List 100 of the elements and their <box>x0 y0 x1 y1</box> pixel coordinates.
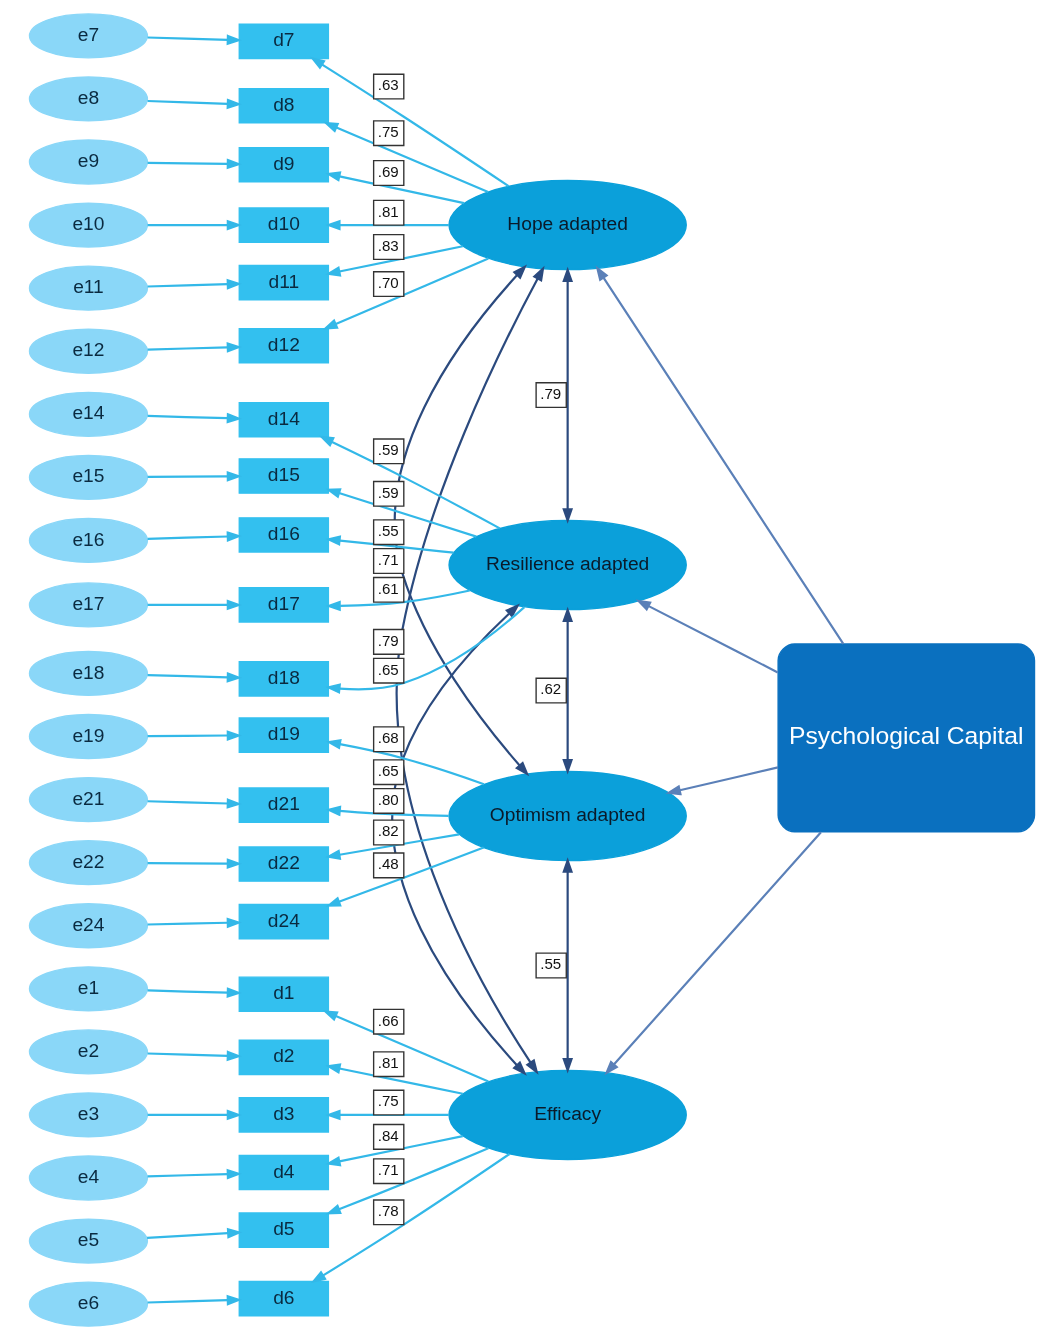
node-box: d21 <box>238 787 330 823</box>
arrow <box>147 1294 243 1306</box>
arrow <box>147 34 243 46</box>
node-box: d16 <box>238 517 330 553</box>
arrow <box>147 671 243 683</box>
node-ellipse: e6 <box>28 1281 149 1327</box>
edge-label: .79 <box>540 384 562 402</box>
edge-label: .81 <box>377 1054 399 1072</box>
node-ellipse: e21 <box>28 776 149 823</box>
arrow <box>393 264 530 777</box>
node-box: d4 <box>238 1154 330 1191</box>
arrow <box>562 606 574 775</box>
node-ellipse: e19 <box>28 713 149 760</box>
node-ellipse: Hope adapted <box>448 179 687 271</box>
edge-label: .69 <box>377 162 399 180</box>
arrow <box>325 589 470 612</box>
edge-label: .63 <box>377 76 399 94</box>
node-box: d5 <box>238 1212 330 1248</box>
arrow <box>325 488 477 538</box>
node-box: d1 <box>238 976 330 1013</box>
edge-label: .81 <box>377 202 399 220</box>
node-ellipse: e14 <box>28 391 149 437</box>
node-box: d15 <box>238 458 330 494</box>
arrow <box>147 278 243 290</box>
node-ellipse: e12 <box>28 328 149 374</box>
edge-label: .80 <box>377 790 399 808</box>
arrow <box>396 265 545 1075</box>
edge-label: .59 <box>377 441 399 459</box>
arrow <box>147 412 243 424</box>
arrow <box>147 158 243 170</box>
node-ellipse: e15 <box>28 454 149 501</box>
node-box: d22 <box>238 846 330 882</box>
arrow <box>147 1168 243 1180</box>
node-box: d14 <box>238 401 330 438</box>
node-ellipse: e22 <box>28 840 149 886</box>
arrow <box>147 599 243 611</box>
node-ellipse: e4 <box>28 1155 149 1201</box>
edge-label: .84 <box>377 1126 399 1144</box>
node-ellipse: e11 <box>28 265 149 311</box>
arrow <box>325 606 526 694</box>
arrow <box>325 833 460 860</box>
node-ellipse: e1 <box>28 966 149 1012</box>
edge-label: .55 <box>377 522 399 540</box>
arrow <box>325 535 454 554</box>
edge-label: .82 <box>377 822 399 840</box>
node-ellipse: e8 <box>28 76 149 122</box>
arrow <box>635 599 779 674</box>
node-box: d6 <box>238 1280 330 1317</box>
node-box: d24 <box>238 903 330 940</box>
node-box: d2 <box>238 1039 330 1076</box>
arrow <box>147 798 243 809</box>
arrow <box>595 265 845 645</box>
node-ellipse: e2 <box>28 1029 149 1075</box>
arrow <box>322 257 489 330</box>
edge-label: .83 <box>377 236 399 254</box>
edge-label: .75 <box>377 123 399 141</box>
arrow <box>147 98 243 110</box>
edge-label: .75 <box>377 1092 399 1110</box>
node-box: d12 <box>238 327 330 364</box>
node-ellipse: e24 <box>28 903 149 949</box>
edge-label: .65 <box>377 660 399 678</box>
node-ellipse: e5 <box>28 1218 149 1264</box>
edge-label: .79 <box>377 631 399 649</box>
node-ellipse: Efficacy <box>448 1069 687 1161</box>
edge-label: .48 <box>377 855 399 873</box>
arrow <box>147 858 243 869</box>
arrow <box>147 1109 243 1121</box>
node-ellipse: e17 <box>28 582 149 628</box>
node-box: Psychological Capital <box>777 643 1036 833</box>
edge-label: .71 <box>377 550 399 568</box>
arrow <box>147 987 243 999</box>
node-ellipse: e18 <box>28 650 149 697</box>
arrow <box>147 1227 243 1239</box>
arrow <box>147 531 243 542</box>
edge-label: .70 <box>377 273 399 291</box>
node-box: d3 <box>238 1097 330 1133</box>
node-ellipse: e3 <box>28 1092 149 1138</box>
arrow <box>147 1050 243 1062</box>
arrow <box>147 917 243 929</box>
edge-label: .65 <box>377 761 399 779</box>
node-box: d19 <box>238 717 330 753</box>
arrow <box>147 730 243 741</box>
node-box: d9 <box>238 146 330 183</box>
arrow <box>325 1135 463 1167</box>
edge-label: .62 <box>540 680 562 698</box>
node-box: d10 <box>238 207 330 243</box>
edge-label: .55 <box>540 955 562 973</box>
node-ellipse: e16 <box>28 517 149 564</box>
arrow <box>325 1063 463 1095</box>
arrow <box>325 171 465 205</box>
node-ellipse: e9 <box>28 139 149 185</box>
arrow <box>604 831 822 1076</box>
arrow <box>325 846 485 907</box>
node-box: d11 <box>238 264 330 301</box>
node-box: d18 <box>238 661 330 697</box>
node-ellipse: e10 <box>28 202 149 248</box>
arrow <box>562 857 574 1074</box>
arrow <box>310 1153 511 1284</box>
node-box: d17 <box>238 587 330 623</box>
arrow <box>325 245 463 277</box>
